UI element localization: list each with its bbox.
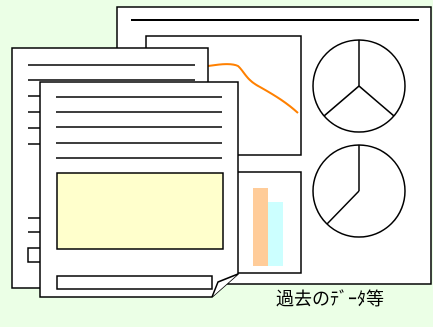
bar-cyan: [268, 202, 283, 266]
bar-orange: [253, 188, 268, 266]
footer-box: [56, 275, 213, 290]
document-with-folded-corner-icon: [39, 81, 239, 298]
trend-line: [207, 63, 299, 114]
folded-corner: [211, 273, 239, 298]
highlight-block: [56, 172, 224, 250]
caption-label: 過去のﾃﾞｰﾀ等: [276, 289, 384, 310]
pie-chart-top: [312, 39, 406, 133]
pie-chart-bottom: [312, 144, 406, 238]
